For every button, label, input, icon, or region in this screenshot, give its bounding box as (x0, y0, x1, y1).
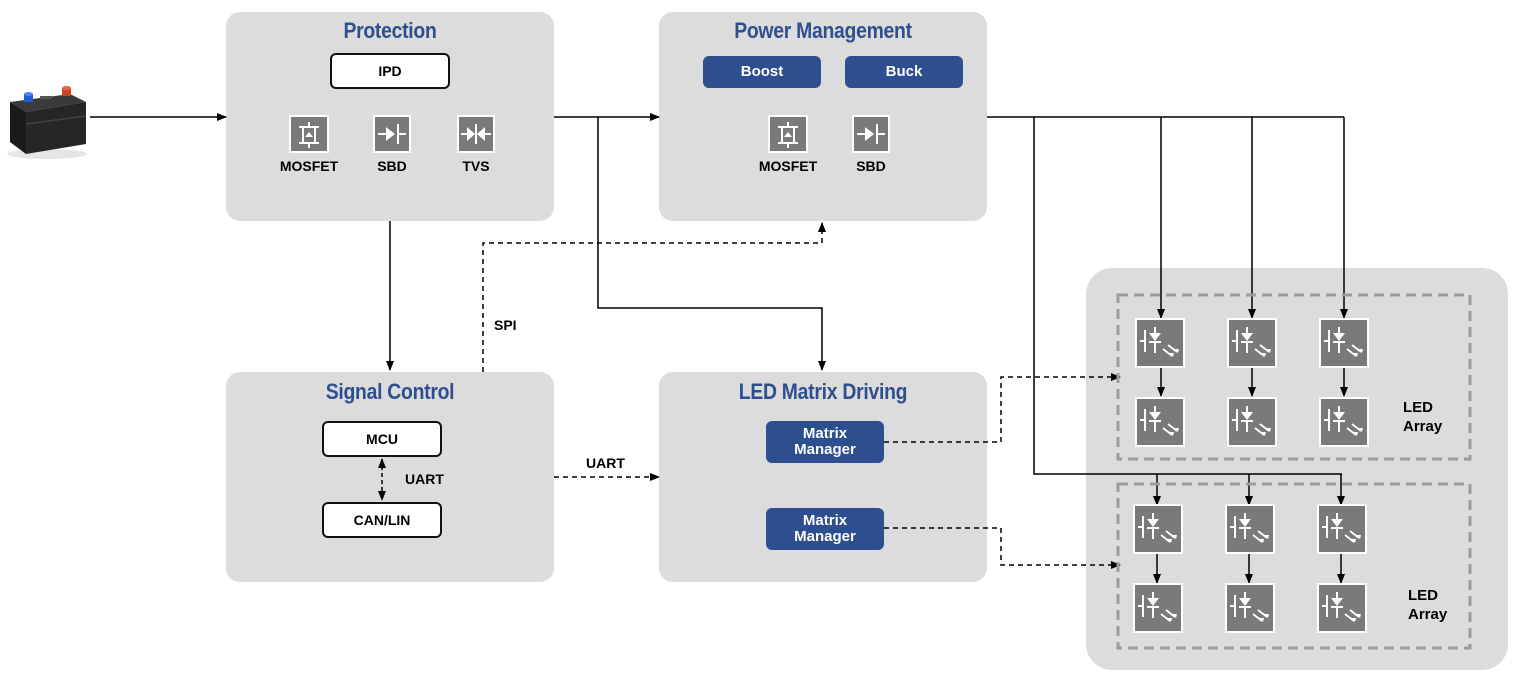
sbd-icon (852, 115, 890, 158)
led-icon (1317, 583, 1367, 633)
car-battery-icon (7, 86, 87, 159)
protection-sbd-label: SBD (377, 158, 407, 174)
led-icon (1227, 397, 1277, 447)
power-sbd-label: SBD (856, 158, 886, 174)
led-icon (1225, 504, 1275, 554)
boost-box: Boost (703, 56, 821, 88)
protection-title: Protection (343, 18, 437, 43)
power-management-block (659, 12, 987, 221)
protection-tvs-label: TVS (462, 158, 490, 174)
led-icon (1133, 583, 1183, 633)
led-icon (1319, 318, 1369, 368)
led-icon (1133, 504, 1183, 554)
led-array-2-outline (1116, 482, 1472, 650)
led-array-label-1: LED Array (1403, 399, 1443, 435)
can-lin-box: CAN/LIN (322, 502, 442, 538)
ipd-box: IPD (330, 53, 450, 89)
power-management-title: Power Management (734, 18, 912, 43)
sbd-icon (373, 115, 411, 158)
mosfet-icon (289, 115, 329, 158)
matrix-manager-2: Matrix Manager (766, 508, 884, 550)
led-icon (1225, 583, 1275, 633)
led-array-label-2: LED Array (1408, 587, 1448, 623)
signal-control-title: Signal Control (325, 379, 455, 404)
led-icon (1319, 397, 1369, 447)
led-icon (1135, 397, 1185, 447)
buck-box: Buck (845, 56, 963, 88)
led-icon (1317, 504, 1367, 554)
led-icon (1227, 318, 1277, 368)
power-mosfet-label: MOSFET (758, 158, 818, 174)
tvs-icon (457, 115, 495, 158)
mosfet-icon (768, 115, 808, 158)
uart-internal-label: UART (405, 471, 444, 487)
led-array-1-outline (1116, 293, 1472, 461)
protection-mosfet-label: MOSFET (279, 158, 339, 174)
mcu-box: MCU (322, 421, 442, 457)
led-matrix-driving-title: LED Matrix Driving (738, 379, 908, 404)
spi-label: SPI (494, 317, 517, 333)
matrix-manager-1: Matrix Manager (766, 421, 884, 463)
signal-control-block (226, 372, 554, 582)
led-icon (1135, 318, 1185, 368)
uart-link-label: UART (586, 455, 625, 471)
